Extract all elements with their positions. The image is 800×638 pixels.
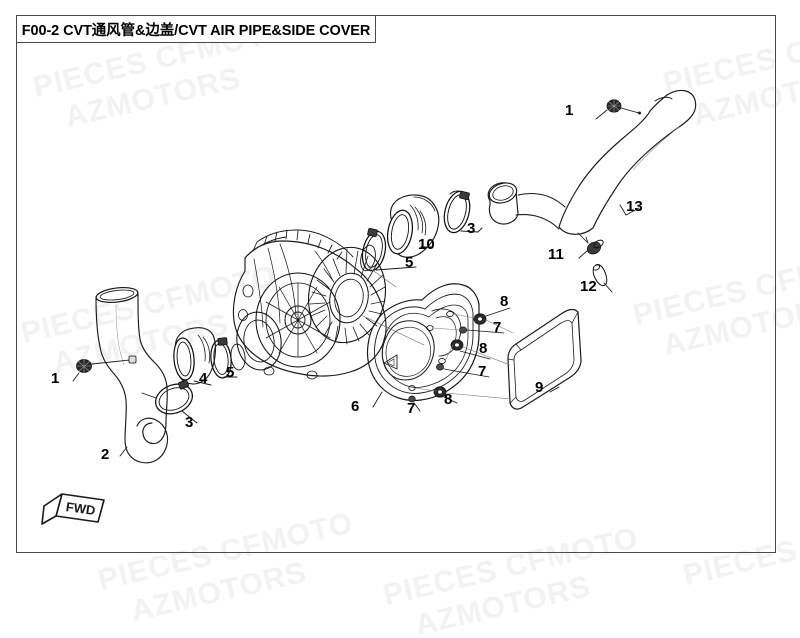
diagram-frame: [16, 15, 776, 553]
fwd-orientation-marker: FWD: [41, 493, 105, 525]
part-4-rubber-boot: [173, 327, 216, 386]
part-3-hose-clamp-lower: [141, 379, 198, 424]
part-7-bolt: [408, 395, 421, 412]
fasteners-group: [408, 307, 514, 412]
callout-5-hose-clamp: 5: [405, 254, 414, 271]
callout-10-rubber-elbow-boot: 10: [418, 236, 435, 253]
part-8-washer: [450, 339, 491, 360]
callout-12-drain-valve: 12: [580, 278, 597, 295]
part-10-rubber-elbow-boot: [386, 194, 440, 258]
callout-4-rubber-boot: 4: [199, 370, 208, 387]
callout-1-hose-clip: 1: [565, 102, 574, 119]
part-2-cvt-air-vent-pipe: [95, 286, 169, 464]
part-11-hose-clamp: [578, 239, 604, 259]
callout-8-washer: 8: [444, 391, 453, 408]
page-title: F00-2 CVT通风管&边盖/CVT AIR PIPE&SIDE COVER: [21, 22, 371, 39]
callout-3-hose-clamp: 3: [467, 220, 476, 237]
pipe-stub-right: [487, 182, 566, 230]
watermark-text: AZMOTORS: [128, 555, 310, 629]
part-1-hose-clip-upper: [595, 99, 641, 120]
part-12-drain-valve: [592, 264, 613, 293]
callout-7-bolt: 7: [407, 400, 416, 417]
callout-1-hose-clip: 1: [51, 370, 60, 387]
part-3-hose-clamp-upper: [443, 190, 483, 234]
part-8-washer: [433, 386, 458, 404]
callout-6-cvt-side-cover: 6: [351, 398, 360, 415]
cvt-housing-assembly: [230, 229, 387, 380]
callout-13-cvt-air-intake-pipe: 13: [626, 198, 643, 215]
diagram-title-box: F00-2 CVT通风管&边盖/CVT AIR PIPE&SIDE COVER: [16, 15, 376, 43]
callout-9-air-duct-scoop: 9: [535, 379, 544, 396]
fwd-label: FWD: [65, 499, 96, 518]
part-9-air-duct-scoop: [507, 308, 582, 410]
watermark-text: AZMOTORS: [412, 569, 594, 638]
callout-3-hose-clamp: 3: [185, 414, 194, 431]
exploded-parts-drawing: [72, 89, 697, 464]
callout-7-bolt: 7: [493, 319, 502, 336]
part-8-washer: [473, 307, 511, 325]
callout-5-hose-clamp: 5: [226, 364, 235, 381]
callout-11-hose-clamp: 11: [548, 246, 564, 263]
part-7-bolt: [436, 363, 490, 378]
part-5-hose-clamp-lower: [210, 337, 238, 379]
part-1-hose-clip-lower: [72, 355, 137, 382]
part-5-hose-clamp-upper: [361, 227, 417, 272]
callout-7-bolt: 7: [478, 363, 487, 380]
part-13-air-intake-pipe: [558, 89, 697, 235]
callout-8-washer: 8: [479, 340, 488, 357]
callout-2-cvt-air-vent-pipe: 2: [101, 446, 110, 463]
callout-8-washer: 8: [500, 293, 509, 310]
